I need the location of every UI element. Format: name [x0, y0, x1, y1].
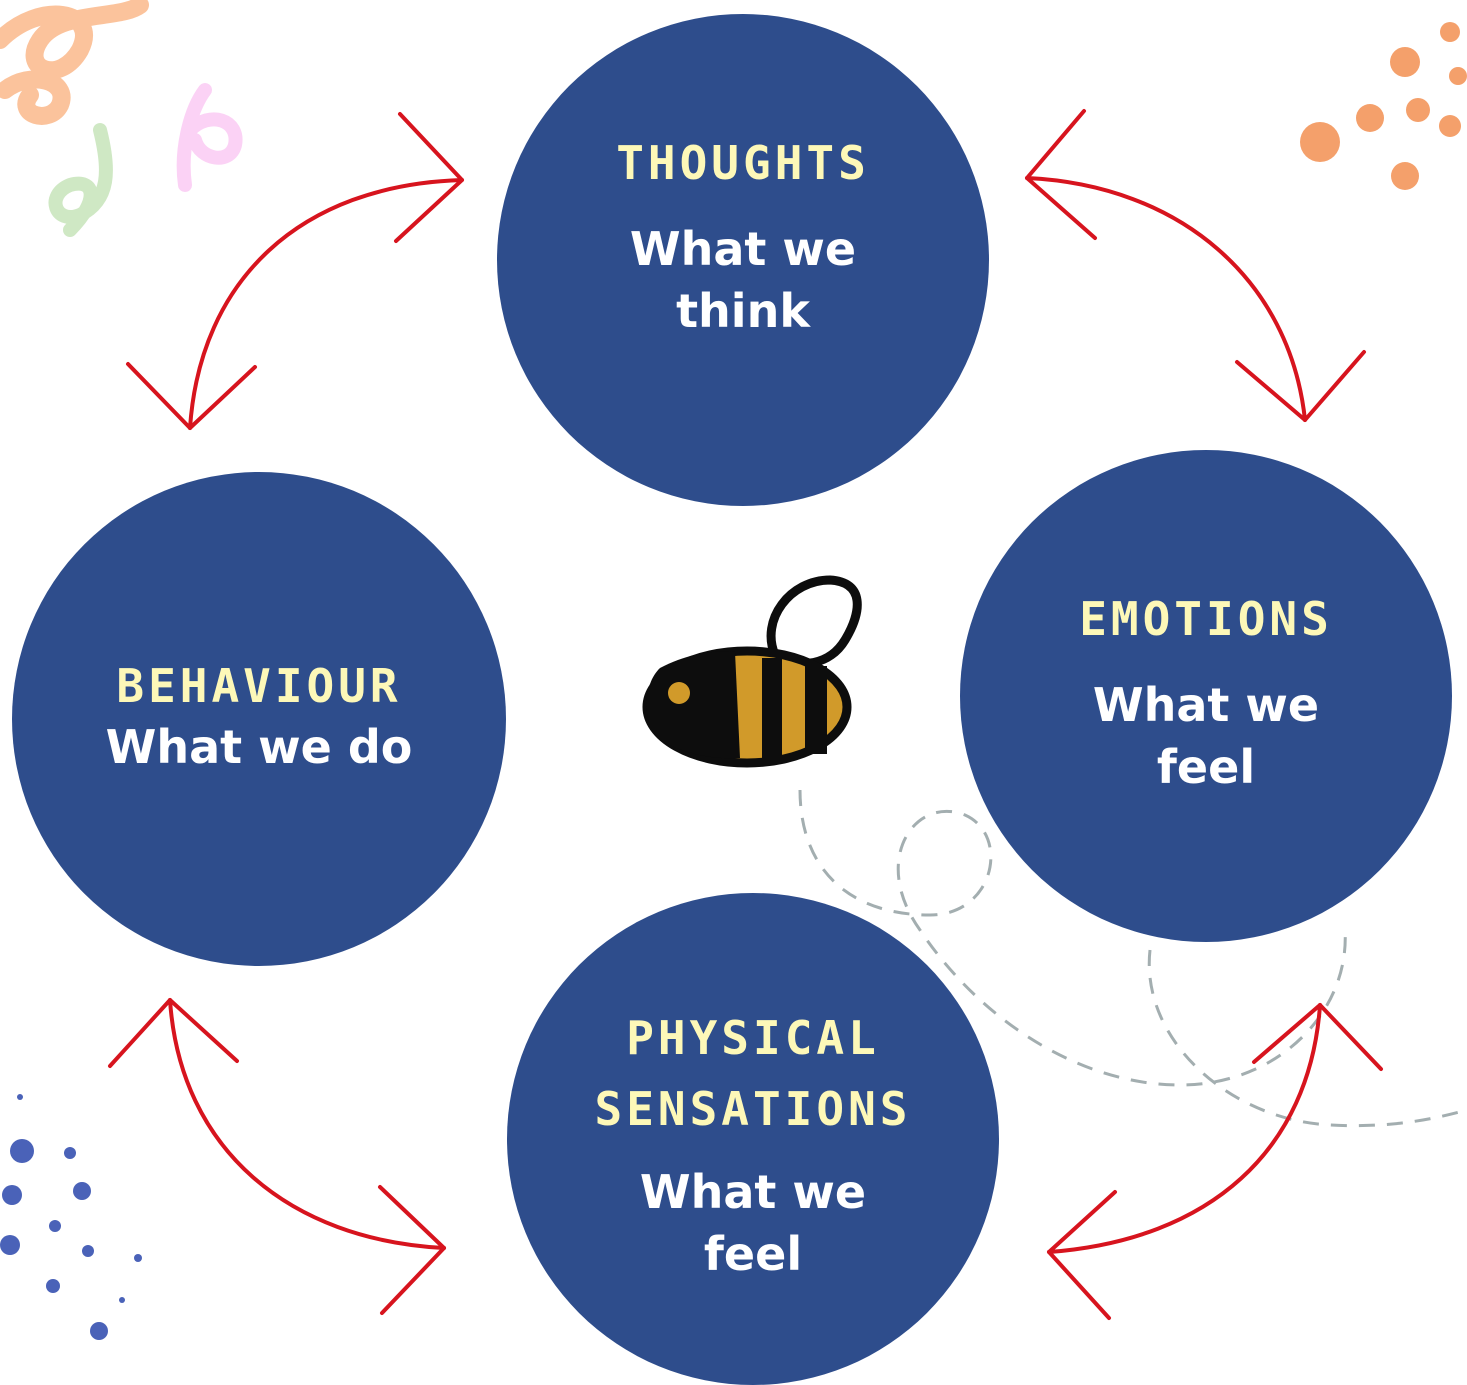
- arrow-behaviour-thoughts: [126, 112, 464, 430]
- squiggle-decoration: [0, 0, 243, 237]
- node-emotions: EMOTIONS What we feel: [960, 450, 1452, 942]
- node-behaviour: BEHAVIOUR What we do: [12, 472, 506, 966]
- dot-cluster-decoration: [1300, 22, 1467, 190]
- node-title: PHYSICAL SENSATIONS: [594, 1010, 912, 1136]
- arrow-thoughts-emotions: [1025, 109, 1366, 422]
- bee-trail-decoration: [798, 789, 1467, 1128]
- node-description: What we think: [629, 222, 857, 339]
- dot-cluster-decoration: [0, 1094, 142, 1340]
- arrow-physical-behaviour: [108, 998, 446, 1315]
- node-description: What we feel: [639, 1165, 867, 1282]
- node-description: What we feel: [1092, 678, 1320, 795]
- node-title: BEHAVIOUR: [116, 658, 402, 713]
- node-description: What we do: [105, 720, 413, 775]
- node-physical-sensations: PHYSICAL SENSATIONS What we feel: [507, 893, 999, 1385]
- node-title: THOUGHTS: [616, 136, 870, 191]
- node-title: EMOTIONS: [1079, 592, 1333, 647]
- arrow-emotions-physical: [1047, 1003, 1383, 1320]
- node-thoughts: THOUGHTS What we think: [497, 14, 989, 506]
